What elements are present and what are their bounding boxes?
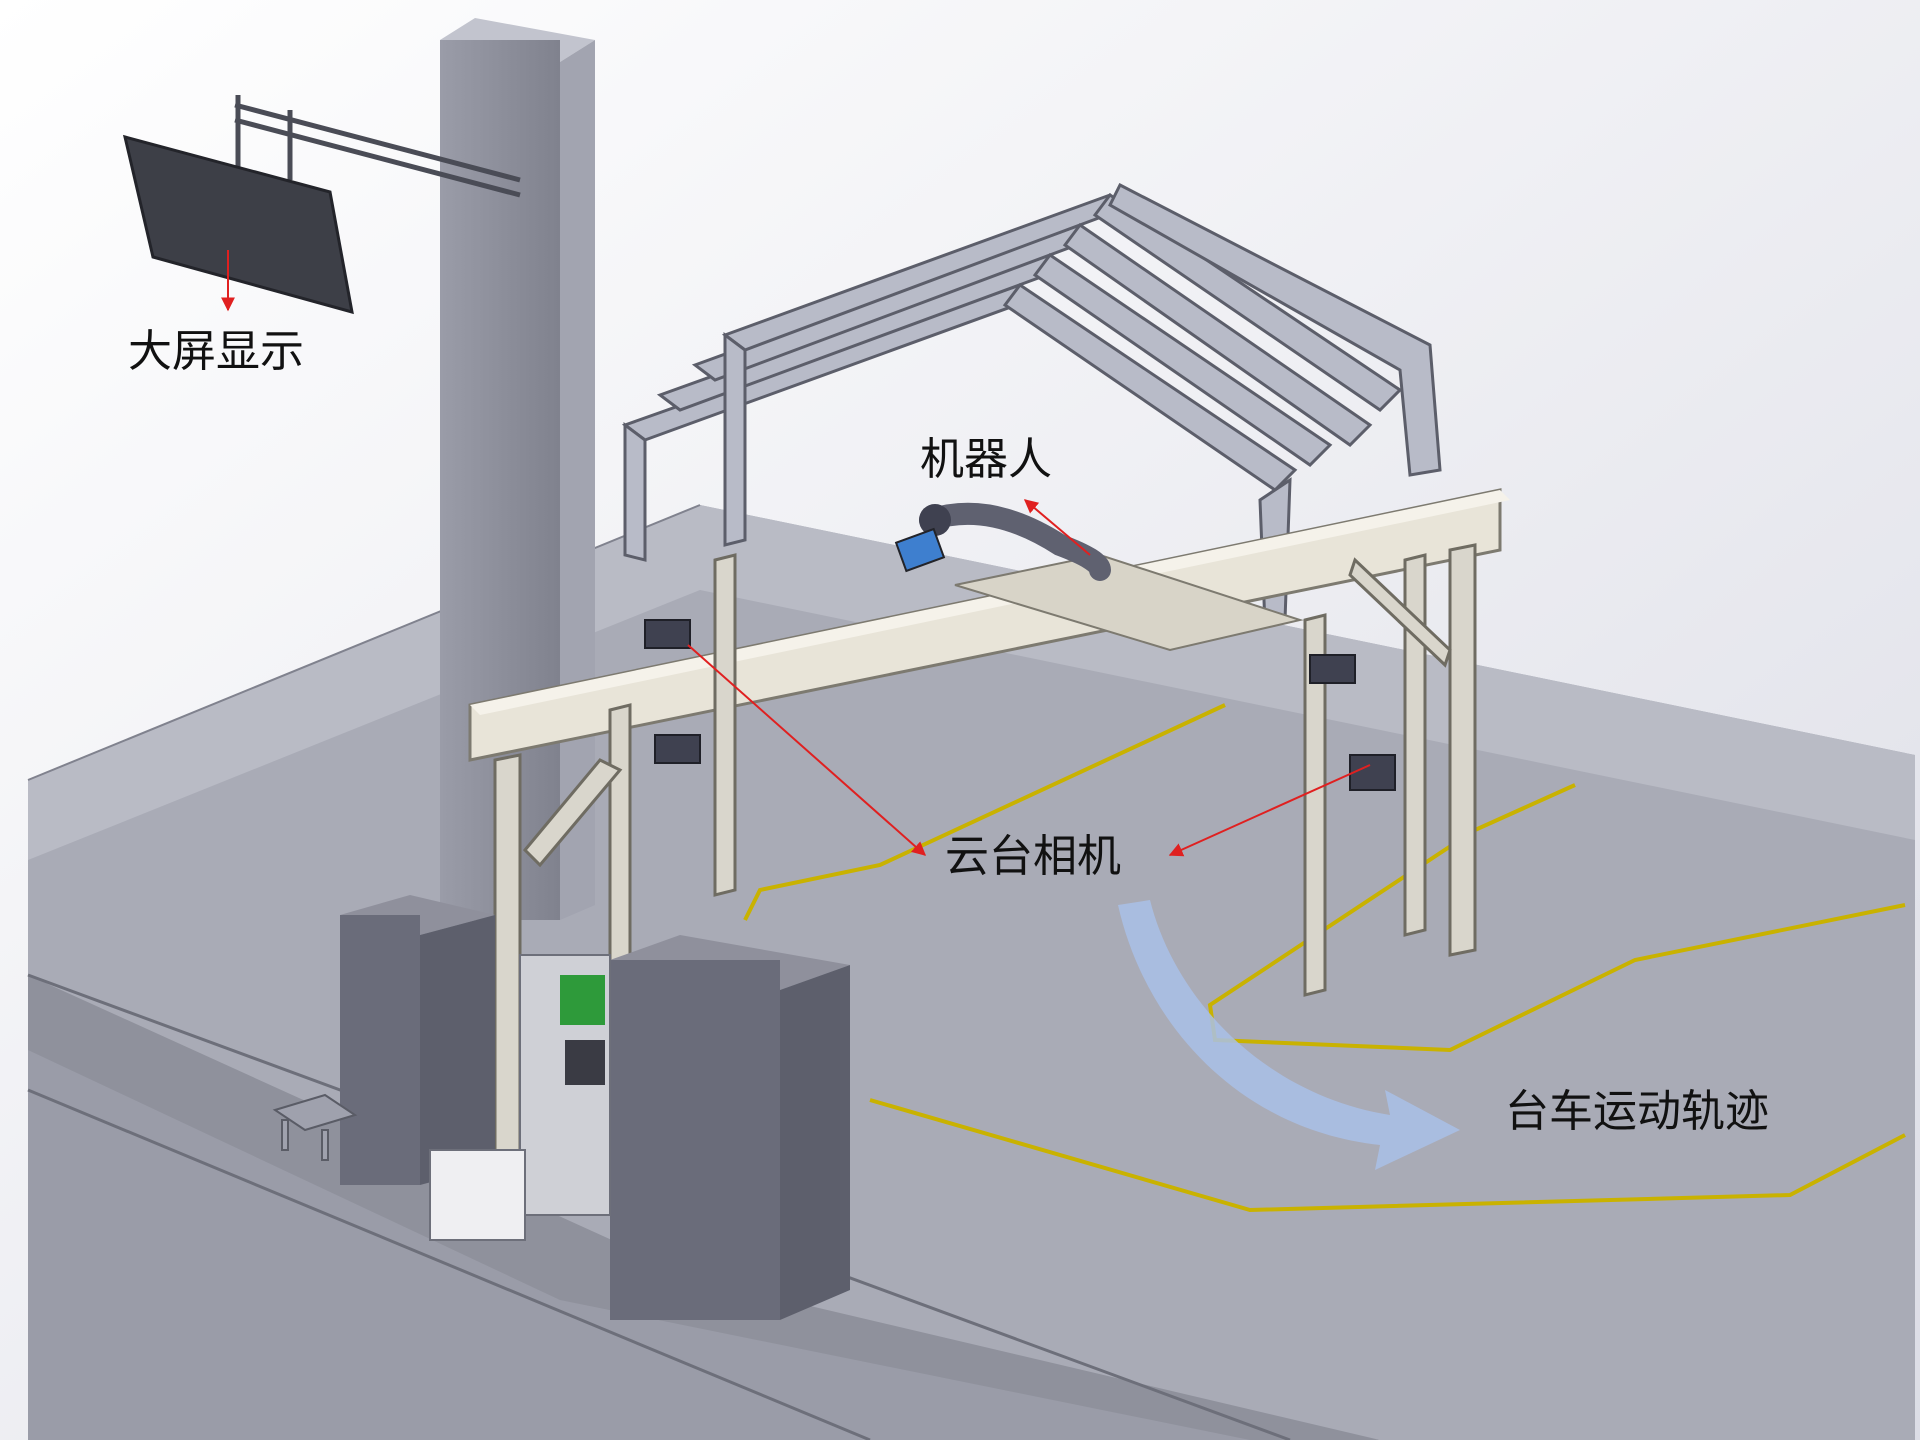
label-screen: 大屏显示 [128,326,304,377]
label-robot: 机器人 [920,434,1052,485]
control-rack [429,954,611,1241]
right-cabinet [610,935,850,1320]
display-screen [122,134,354,315]
pan-tilt-cameras [644,619,1396,791]
left-cabinet [340,895,495,1185]
label-trajectory: 台车运动轨迹 [1505,1086,1769,1137]
annotation-arrows [221,250,1371,857]
roof-frames [621,182,1442,627]
small-stool [272,1093,358,1161]
screen-mount [234,95,521,198]
label-camera: 云台相机 [945,831,1121,882]
trajectory-arrow [1118,900,1460,1170]
gantry-legs [493,543,1477,1167]
robot-arm [894,502,1111,581]
